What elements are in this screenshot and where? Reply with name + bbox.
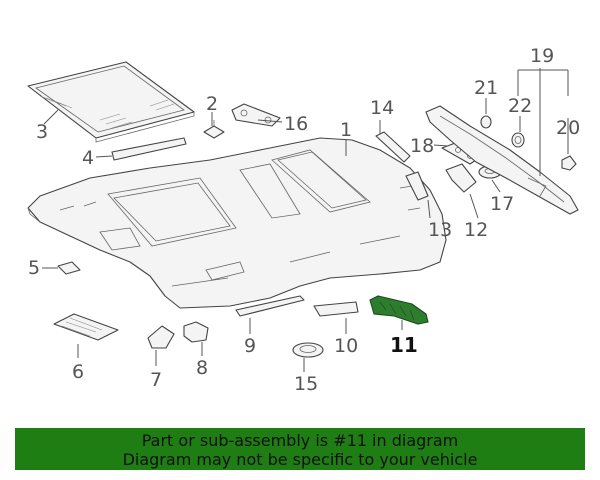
part-4-strip — [111, 137, 187, 161]
callout-8: 8 — [196, 357, 208, 379]
parts-diagram: 3 2 16 4 1 5 6 7 8 9 10 11 15 14 13 12 1… — [27, 45, 580, 395]
callout-17: 17 — [490, 193, 514, 215]
part-15-lamp — [292, 342, 324, 358]
banner-line-1: Part or sub-assembly is #11 in diagram — [141, 431, 459, 450]
callout-11: 11 — [390, 333, 418, 357]
callout-6: 6 — [72, 361, 84, 383]
part-16-bracket — [231, 103, 281, 127]
callout-18: 18 — [410, 135, 434, 157]
callout-10: 10 — [334, 335, 358, 357]
part-14-strip — [375, 131, 411, 163]
info-banner: Part or sub-assembly is #11 in diagram D… — [15, 428, 585, 470]
callout-14: 14 — [370, 97, 394, 119]
part-7-bracket — [147, 325, 175, 349]
part-13-trim — [405, 171, 429, 201]
part-3-sunroof-panel — [27, 61, 195, 143]
callout-19: 19 — [530, 45, 554, 67]
callout-4: 4 — [82, 147, 94, 169]
callout-5: 5 — [28, 257, 40, 279]
callout-22: 22 — [508, 95, 532, 117]
callout-15: 15 — [294, 373, 318, 395]
part-12-bracket — [445, 163, 477, 193]
part-10-cover — [313, 301, 359, 317]
callout-1: 1 — [340, 119, 352, 141]
callout-7: 7 — [150, 369, 162, 391]
callout-2: 2 — [206, 93, 218, 115]
callout-21: 21 — [474, 77, 498, 99]
part-11-highlighted — [369, 295, 429, 325]
part-1-headliner — [27, 137, 447, 309]
part-9-trim-strip — [235, 295, 305, 317]
part-6-pad — [53, 313, 119, 341]
callout-12: 12 — [464, 219, 488, 241]
leader-lines — [42, 68, 569, 372]
callout-3: 3 — [36, 121, 48, 143]
part-20-clip — [561, 155, 577, 171]
part-22-grommet — [511, 132, 525, 148]
part-21-plug — [480, 115, 492, 129]
callout-16: 16 — [284, 113, 308, 135]
callout-9: 9 — [244, 335, 256, 357]
callout-13: 13 — [428, 219, 452, 241]
part-2-clip — [203, 120, 225, 139]
part-5-clip — [57, 261, 81, 275]
part-19-rear-rail — [425, 105, 579, 215]
banner-line-2: Diagram may not be specific to your vehi… — [122, 450, 478, 469]
callout-20: 20 — [556, 117, 580, 139]
part-8-clip — [183, 321, 209, 343]
